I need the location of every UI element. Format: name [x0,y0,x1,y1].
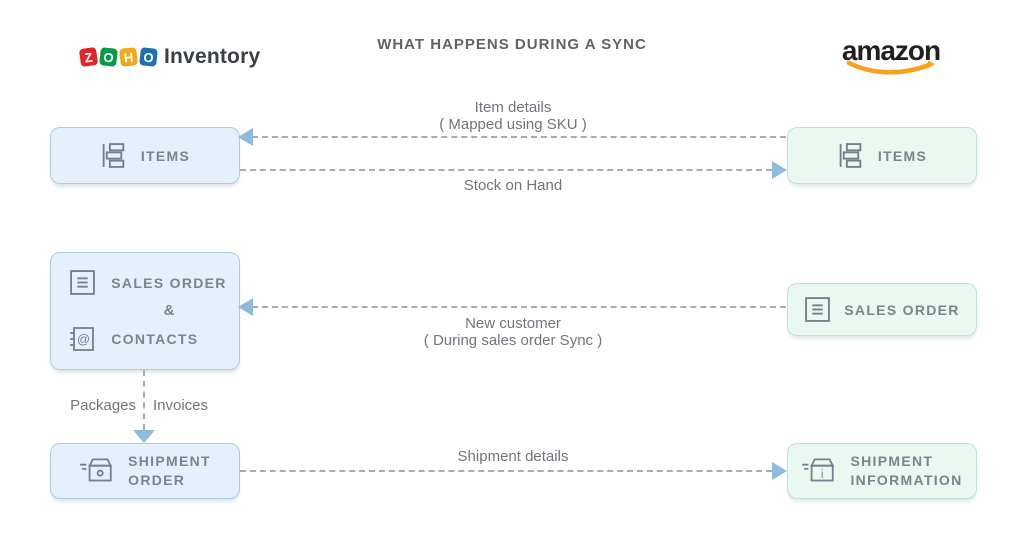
amazon-logo-text: amazon [841,35,941,66]
amazon-logo: amazon [836,35,946,76]
arrowhead-right-icon [772,462,787,480]
contacts-icon: @ [68,325,96,353]
flow-stock-on-hand-line [240,169,772,171]
sales-order-icon [804,296,831,323]
items-icon [837,142,865,169]
amazon-sales-order-label: SALES ORDER [844,301,960,318]
amazon-items-label: ITEMS [877,147,928,164]
invoices-label: Invoices [153,397,209,414]
arrowhead-right-icon [772,161,787,179]
flow-packages-invoices-line [143,370,145,430]
zoho-sales-order-label: SALES ORDER [111,274,227,291]
sales-order-icon [69,269,96,296]
zoho-contacts-label: CONTACTS [111,331,199,347]
arrowhead-left-icon [238,128,253,146]
arrowhead-down-icon [133,430,155,443]
amazon-shipment-information-box: i SHIPMENT INFORMATION [787,443,977,499]
zoho-shipment-order-label: SHIPMENT ORDER [128,453,211,488]
flow-new-customer-line [252,306,786,308]
zoho-shipment-order-box: SHIPMENT ORDER [50,443,240,499]
flow-item-details-label: Item details ( Mapped using SKU ) [439,99,587,133]
zoho-sales-order-contacts-box: SALES ORDER & @ CONTACTS [50,252,240,370]
items-icon [100,142,128,169]
flow-shipment-details-label: Shipment details [457,448,569,465]
amazon-shipment-information-label: SHIPMENT INFORMATION [850,453,963,488]
zoho-items-box: ITEMS [50,127,240,184]
amazon-items-box: ITEMS [787,127,977,184]
flow-new-customer-label: New customer ( During sales order Sync ) [423,315,603,349]
packages-label: Packages [70,397,136,414]
zoho-product-name: Inventory [164,45,261,68]
amazon-smile-icon [846,60,935,75]
zoho-inventory-logo: Z O H O Inventory [78,45,261,69]
flow-item-details-line [252,136,786,138]
arrowhead-left-icon [238,298,253,316]
ampersand-label: & [163,302,175,319]
flow-shipment-details-line [240,470,772,472]
zoho-items-label: ITEMS [140,147,191,164]
shipment-box-icon [79,456,115,486]
amazon-sales-order-box: SALES ORDER [787,283,977,336]
svg-text:i: i [821,468,824,481]
flow-stock-on-hand-label: Stock on Hand [463,177,563,194]
shipment-info-icon: i [801,456,837,486]
page-title: WHAT HAPPENS DURING A SYNC [377,36,647,53]
svg-text:@: @ [77,332,90,347]
